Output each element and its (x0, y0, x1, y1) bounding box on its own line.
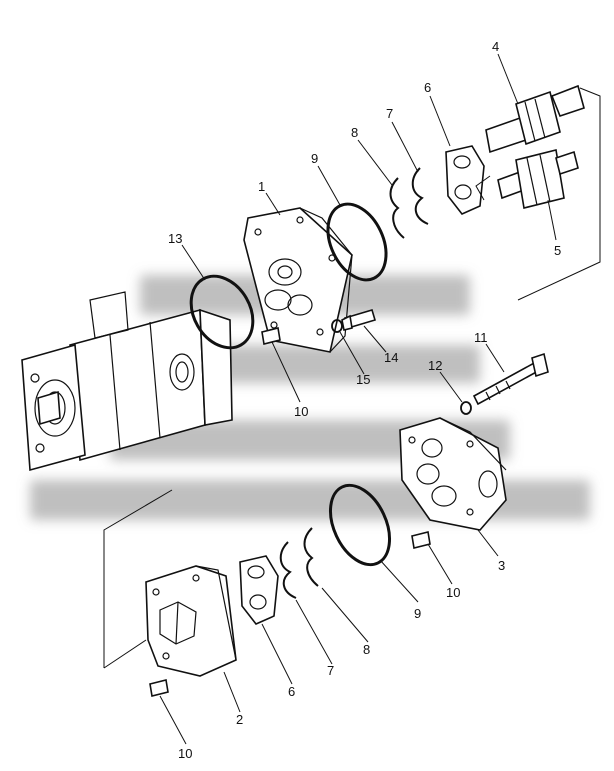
part-2-gear-body (145, 565, 237, 677)
part-7-seal-bottom (279, 541, 297, 599)
part-15-washer (331, 319, 343, 333)
callout-10-right: 10 (446, 585, 460, 600)
callout-11: 11 (474, 330, 488, 345)
callout-8-bottom: 8 (363, 642, 370, 657)
callout-10-bottom: 10 (178, 746, 192, 761)
part-10-pin-b (411, 531, 431, 549)
part-8-seal-top (389, 177, 405, 239)
part-14-bolt (341, 309, 376, 331)
part-4-gear-shaft (485, 84, 585, 154)
callout-9-top: 9 (311, 151, 318, 166)
callout-5: 5 (554, 243, 561, 258)
part-13-o-ring (189, 274, 255, 350)
part-7-seal-top (411, 167, 429, 225)
callouts: 1 13 9 8 7 6 4 5 10 14 15 12 11 3 10 9 8… (168, 39, 561, 761)
part-1-cover (243, 207, 353, 353)
part-5-gear-shaft (497, 149, 579, 209)
callout-15: 15 (356, 372, 370, 387)
callout-6-bottom: 6 (288, 684, 295, 699)
callout-1: 1 (258, 179, 265, 194)
part-11-bolt (472, 352, 549, 406)
part-6-plate-top (445, 145, 485, 215)
callout-3: 3 (498, 558, 505, 573)
pump-assembly (21, 291, 233, 472)
callout-7-bottom: 7 (327, 663, 334, 678)
part-10-pin-a (261, 327, 281, 345)
callout-12: 12 (428, 358, 442, 373)
callout-14: 14 (384, 350, 398, 365)
leader-lines (103, 53, 601, 745)
part-9-o-ring-bottom (328, 483, 392, 567)
callout-13: 13 (168, 231, 182, 246)
part-10-pin-c (149, 679, 169, 697)
callout-4: 4 (492, 39, 499, 54)
part-8-seal-bottom (303, 527, 319, 587)
part-6-plate-bottom (239, 555, 279, 625)
part-12-washer (460, 401, 472, 415)
callout-6-top: 6 (424, 80, 431, 95)
callout-9-bottom: 9 (414, 606, 421, 621)
part-3-housing (399, 417, 507, 531)
part-9-o-ring-top (326, 202, 388, 282)
callout-2: 2 (236, 712, 243, 727)
callout-7-top: 7 (386, 106, 393, 121)
callout-8-top: 8 (351, 125, 358, 140)
callout-10-top: 10 (294, 404, 308, 419)
